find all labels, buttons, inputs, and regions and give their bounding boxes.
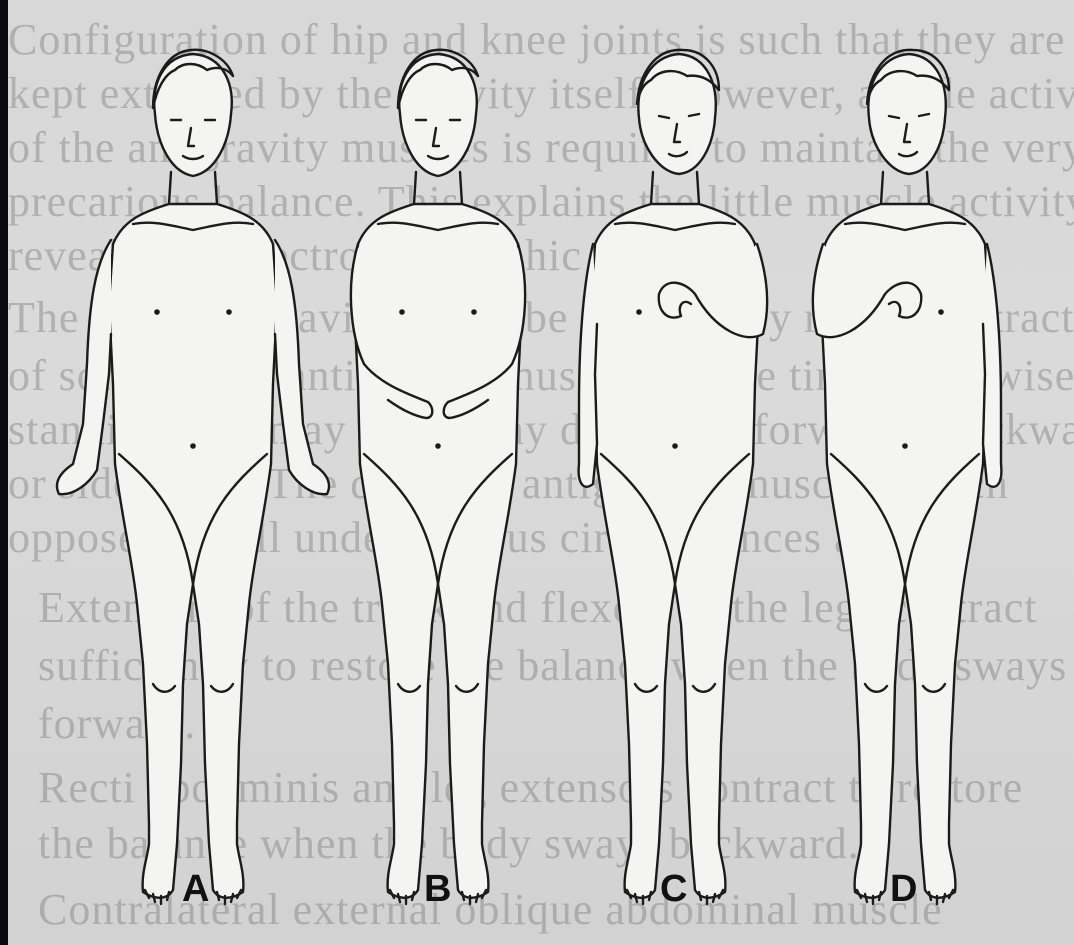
figure-c	[579, 50, 768, 904]
figure-label-a: A	[182, 868, 209, 911]
figure-label-d: D	[890, 868, 917, 911]
figure-a	[57, 50, 329, 904]
figure-label-b: B	[424, 868, 451, 911]
figure-label-c: C	[660, 868, 687, 911]
figure-d	[813, 50, 1002, 904]
figure-b	[351, 50, 525, 904]
